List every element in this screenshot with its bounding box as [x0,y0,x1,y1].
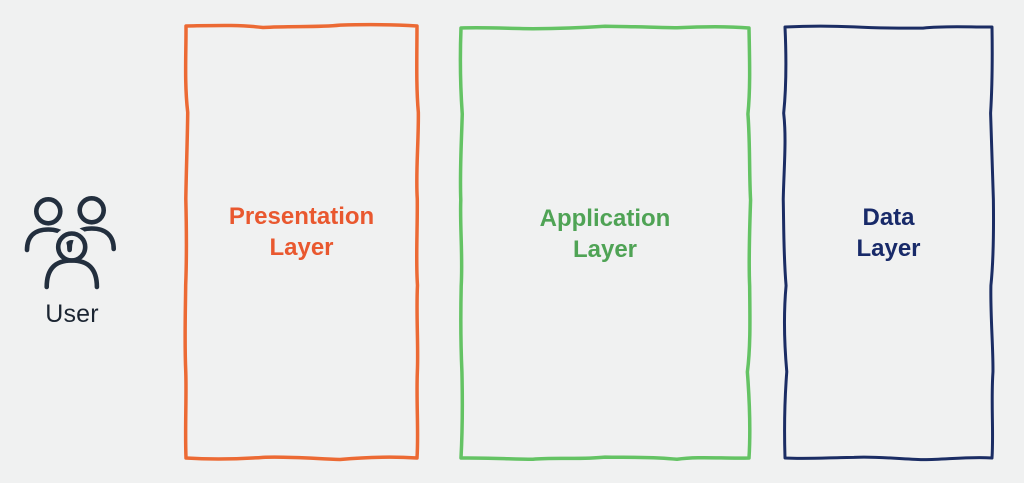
user-label: User [45,300,99,328]
sketch-border [458,24,753,462]
data-layer-label: Data Layer [856,204,921,262]
presentation-layer-box: Presentation Layer [183,22,421,462]
sketch-border [781,24,996,462]
application-layer-label: Application Layer [539,205,671,263]
users-group-icon [24,195,116,293]
user-figure: User [17,193,127,329]
application-layer-box: Application Layer [458,24,753,462]
sketch-border [183,22,421,462]
presentation-layer-label: Presentation Layer [228,203,375,261]
data-layer-box: Data Layer [781,24,996,462]
